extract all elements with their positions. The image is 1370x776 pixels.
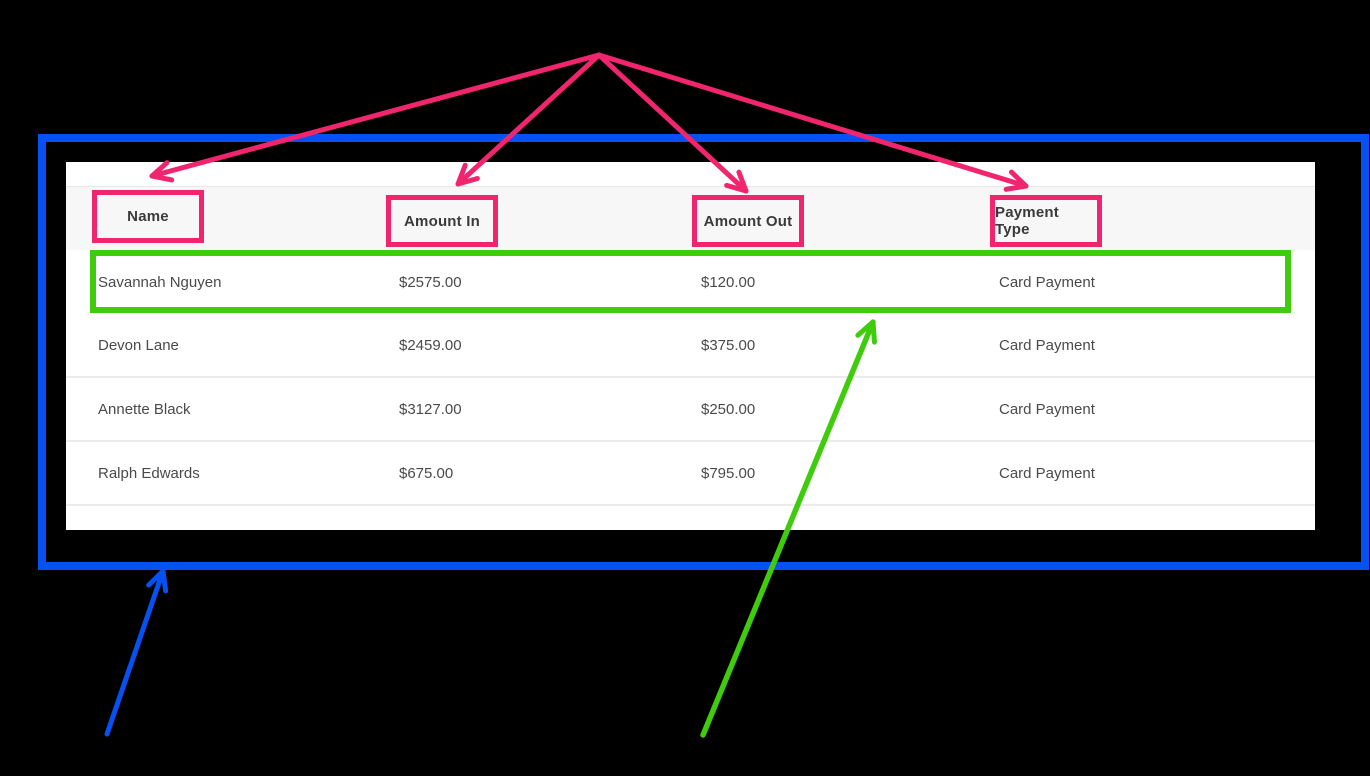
arrow-to-table-outline (104, 568, 169, 737)
cell-name: Annette Black (98, 400, 191, 418)
cell-amount-out: $250.00 (701, 400, 756, 418)
cell-payment-type: Card Payment (999, 464, 1095, 482)
table-row[interactable]: Devon Lane $2459.00 $375.00 Card Payment (66, 314, 1315, 378)
cell-payment-type: Card Payment (999, 273, 1095, 291)
cell-amount-in: $2459.00 (399, 336, 462, 354)
table-header-row (66, 186, 1315, 250)
column-header-box-name: Name (92, 190, 204, 243)
cell-name: Ralph Edwards (98, 464, 200, 482)
cell-payment-type: Card Payment (999, 336, 1095, 354)
cell-amount-in: $675.00 (399, 464, 454, 482)
table-row[interactable]: Annette Black $3127.00 $250.00 Card Paym… (66, 378, 1315, 442)
column-header-name: Name (127, 208, 169, 225)
cell-name: Savannah Nguyen (98, 273, 222, 291)
cell-payment-type: Card Payment (999, 400, 1095, 418)
table-row[interactable]: Savannah Nguyen $2575.00 $120.00 Card Pa… (66, 250, 1315, 314)
cell-amount-in: $3127.00 (399, 400, 462, 418)
cell-amount-out: $375.00 (701, 336, 756, 354)
column-header-payment-type: Payment Type (995, 204, 1059, 238)
cell-amount-in: $2575.00 (399, 273, 462, 291)
column-header-box-amount-in: Amount In (386, 195, 498, 247)
cell-amount-out: $120.00 (701, 273, 756, 291)
cell-amount-out: $795.00 (701, 464, 756, 482)
payments-table: Name Amount In Amount Out Payment Type S… (66, 162, 1315, 530)
column-header-amount-out: Amount Out (703, 212, 793, 230)
column-header-box-amount-out: Amount Out (692, 195, 804, 247)
row-highlight-annotation (90, 250, 1291, 313)
table-row[interactable]: Ralph Edwards $675.00 $795.00 Card Payme… (66, 442, 1315, 506)
table-body: Savannah Nguyen $2575.00 $120.00 Card Pa… (66, 250, 1315, 506)
column-header-box-payment-type: Payment Type (990, 195, 1102, 247)
column-header-amount-in: Amount In (404, 212, 480, 230)
cell-name: Devon Lane (98, 336, 179, 354)
